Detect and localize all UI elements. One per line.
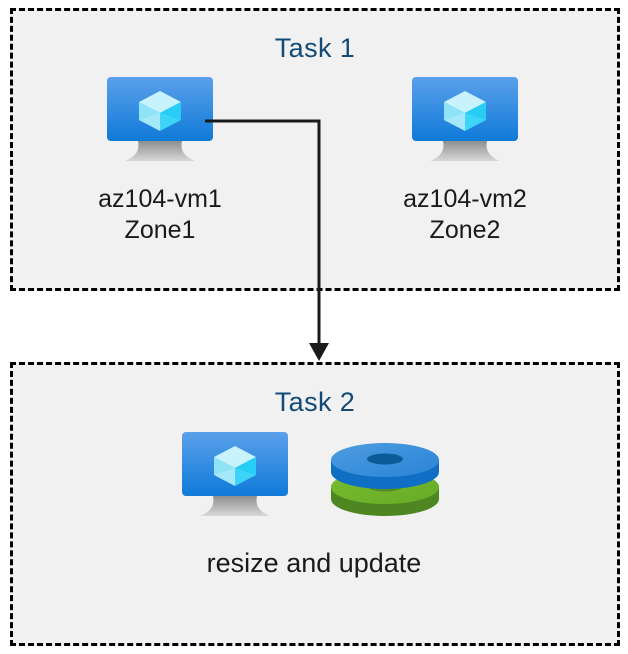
down-arrow-icon — [309, 343, 329, 361]
task-2-title: Task 2 — [274, 387, 356, 417]
task-2-caption: resize and update — [206, 548, 422, 578]
node-az104-vm1[interactable]: az104-vm1 Zone1 — [35, 75, 285, 246]
node-label-az104-vm1: az104-vm1 Zone1 — [98, 185, 222, 244]
azure-virtual-machine-icon — [107, 77, 213, 161]
azure-virtual-machine-icon — [412, 77, 518, 161]
node-az104-vm2[interactable]: az104-vm2 Zone2 — [340, 75, 590, 246]
task-1-title: Task 1 — [274, 33, 356, 63]
azure-disks-icon — [331, 443, 439, 516]
task-2-panel: Task 2 — [10, 362, 620, 646]
node-task2-disks[interactable] — [320, 435, 450, 530]
node-task2-vm[interactable] — [140, 430, 330, 525]
node-label-az104-vm2: az104-vm2 Zone2 — [403, 185, 527, 244]
azure-virtual-machine-icon — [182, 432, 288, 516]
